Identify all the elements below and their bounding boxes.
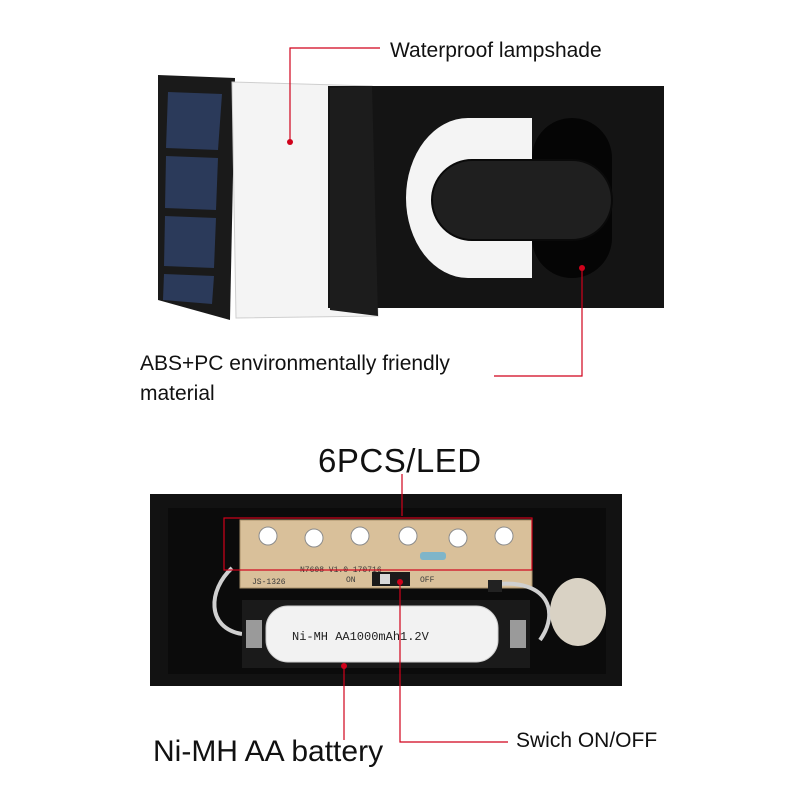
pcb-code-print: JS-1326: [252, 578, 286, 587]
switch-callout: Swich ON/OFF: [516, 729, 658, 752]
wire-bundle: [550, 578, 606, 646]
leader-lines: [223, 47, 583, 743]
led: [304, 528, 324, 548]
pcb-off-print: OFF: [420, 576, 435, 585]
material-callout: ABS+PC environmentally friendly material: [140, 349, 520, 409]
material-callout-line1: ABS+PC environmentally friendly: [140, 352, 450, 375]
material-leader: [494, 268, 583, 377]
led: [494, 526, 514, 546]
lampshade-leader: [289, 47, 380, 142]
battery-print: Ni-MH AA1000mAh1.2V: [292, 630, 430, 644]
led: [398, 526, 418, 546]
led: [350, 526, 370, 546]
leader-dots: [287, 139, 585, 669]
led-array: [258, 526, 514, 548]
ni-mh-aa-battery: [265, 605, 499, 663]
assembled-lamp: [158, 75, 664, 320]
led: [448, 528, 468, 548]
led-count-callout: 6PCS/LED: [318, 442, 482, 479]
connector-wire: [497, 581, 552, 642]
resistor: [420, 552, 446, 560]
lampshade-callout: Waterproof lampshade: [390, 39, 602, 62]
material-callout-line2: material: [140, 382, 215, 405]
switch-leader: [399, 582, 508, 743]
center-badge: [431, 159, 613, 241]
on-off-switch: [372, 572, 410, 586]
led-highlight-box: [223, 517, 533, 571]
open-lamp: N7608 V1.0 170716 JS-1326 ON OFF Ni-MH A…: [150, 494, 622, 686]
led: [258, 526, 278, 546]
battery-callout: Ni-MH AA battery: [153, 735, 384, 768]
battery-wire: [212, 566, 243, 636]
pcb-on-print: ON: [346, 576, 356, 585]
